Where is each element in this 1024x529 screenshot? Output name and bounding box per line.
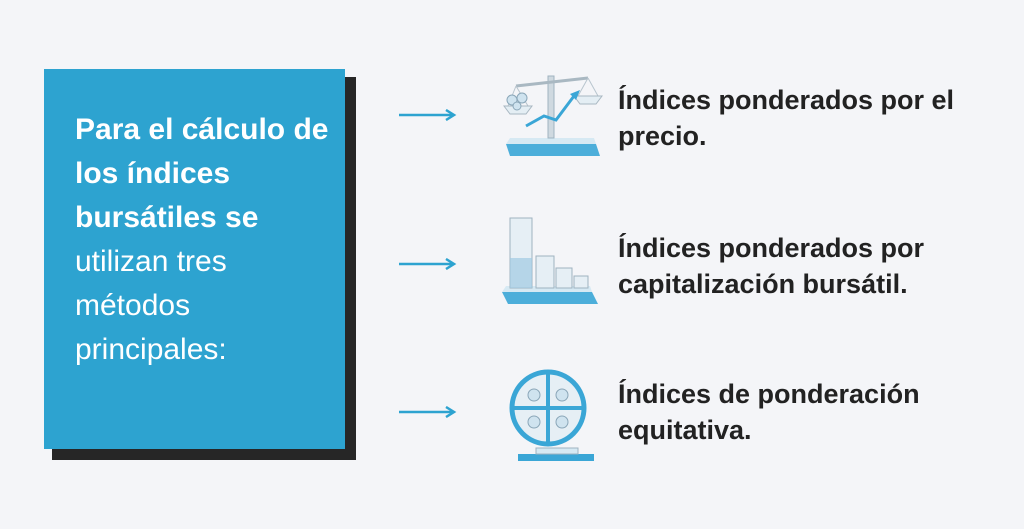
intro-panel: Para el cálculo de los índices bursátile…	[44, 69, 345, 449]
intro-text-light: utilizan tres métodos principales:	[75, 245, 227, 366]
arrow-right-icon	[399, 258, 457, 270]
method-market-cap-weighted-label: Índices ponderados por capitalización bu…	[618, 233, 925, 299]
method-price-weighted-label: Índices ponderados por el precio.	[618, 85, 955, 151]
intro-text: Para el cálculo de los índices bursátile…	[75, 108, 337, 372]
method-equal-weighted-label: Índices de ponderación equitativa.	[618, 379, 920, 445]
balance-scale-icon	[503, 75, 603, 156]
intro-text-bold: Para el cálculo de los índices bursátile…	[75, 113, 329, 234]
arrow-right-icon	[399, 109, 457, 121]
quadrant-circle-icon	[509, 369, 594, 461]
bar-chart-icon	[502, 217, 598, 304]
arrow-right-icon	[399, 406, 457, 418]
